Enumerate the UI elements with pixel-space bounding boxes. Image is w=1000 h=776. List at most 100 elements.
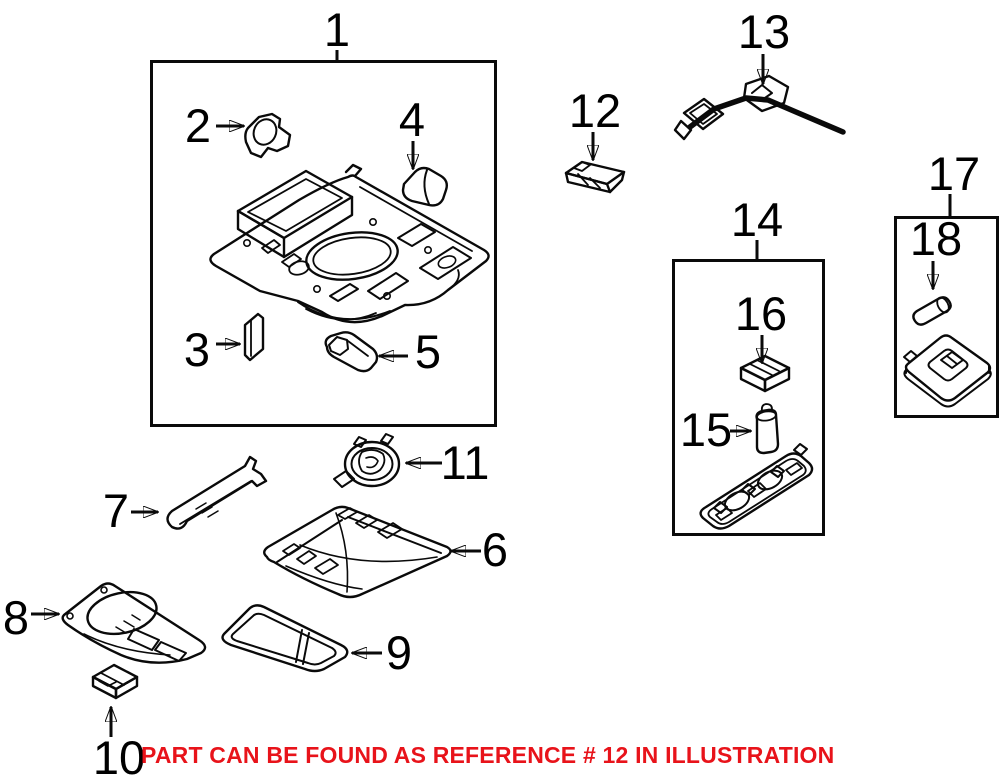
part-14-lamp-drawing (699, 443, 814, 530)
line-art (573, 161, 591, 172)
line-art (437, 255, 457, 269)
line-art (195, 502, 219, 518)
line-art (230, 612, 337, 666)
line-art (903, 350, 918, 363)
group-part-3: 3 (184, 312, 265, 376)
part-1-drawing (209, 163, 490, 324)
line-art (564, 171, 612, 194)
line-art (741, 483, 756, 496)
line-art (946, 355, 958, 365)
part-13-wire (687, 95, 846, 135)
part-5-drawing (324, 331, 379, 373)
part-11-drawing (343, 440, 401, 488)
line-art (344, 163, 363, 178)
part-17-lamp-drawing (903, 334, 992, 408)
line-art (589, 177, 601, 189)
line-art (154, 641, 187, 662)
line-art (297, 301, 391, 321)
line-art (83, 633, 171, 656)
line-art (261, 239, 281, 254)
line-art (689, 103, 718, 125)
lamp-housing-outline (699, 452, 814, 530)
group-part-6: 6 (263, 505, 508, 599)
callout-5: 5 (415, 325, 441, 378)
line-art (749, 359, 780, 376)
part-16-drawing (739, 354, 791, 382)
group-part-2: 2 (185, 99, 292, 159)
callout-6: 6 (482, 523, 508, 576)
line-art (247, 178, 343, 232)
line-art (382, 291, 391, 300)
part-15-drawing (755, 408, 780, 455)
callout-18: 18 (910, 212, 962, 265)
line-art (100, 672, 125, 686)
part-2-drawing (244, 112, 292, 159)
line-art (114, 675, 139, 700)
group-part-15: 15 (680, 403, 780, 456)
part-8-drawing (61, 582, 207, 664)
line-art (347, 473, 355, 480)
callout-12: 12 (569, 84, 621, 137)
line-art (713, 501, 728, 514)
line-art (936, 296, 950, 314)
line-art (608, 170, 626, 194)
line-art (423, 246, 432, 255)
line-art (380, 433, 394, 445)
callout-4: 4 (399, 93, 425, 146)
line-art (347, 340, 369, 357)
line-art (285, 565, 363, 590)
line-art (747, 482, 767, 498)
part-13-clip (742, 74, 790, 113)
line-art (756, 410, 777, 422)
line-art (447, 269, 460, 291)
line-art (358, 449, 386, 475)
callout-10: 10 (93, 731, 145, 776)
part-10-drawing (91, 663, 139, 691)
callout-2: 2 (185, 99, 211, 152)
part-7-drawing (166, 455, 268, 530)
group-box-17: 17 18 (894, 147, 999, 418)
line-art (312, 236, 392, 276)
line-art (243, 239, 252, 248)
part-9-drawing (221, 604, 349, 673)
line-art (100, 586, 108, 594)
line-art (350, 447, 394, 481)
line-art (927, 348, 969, 382)
line-art (281, 253, 302, 268)
line-art (347, 516, 442, 554)
group-part-18: 18 (910, 212, 962, 326)
line-art (793, 443, 808, 456)
line-art (127, 628, 160, 651)
line-art (377, 522, 403, 539)
group-box-14: 14 16 15 (672, 193, 825, 536)
callout-1: 1 (324, 3, 350, 56)
callout-11: 11 (441, 436, 490, 489)
line-art (312, 284, 321, 293)
line-art (739, 366, 767, 393)
part-6-drawing (263, 505, 452, 599)
group-part-7: 7 (103, 455, 268, 537)
line-art (91, 675, 118, 700)
group-part-5: 5 (324, 325, 441, 378)
line-art (252, 118, 278, 146)
line-art (355, 514, 378, 529)
line-art (66, 612, 74, 620)
line-art (423, 169, 430, 205)
line-art (707, 458, 807, 525)
line-art (770, 465, 785, 478)
line-art (940, 351, 964, 369)
box-1-frame (150, 60, 497, 427)
part-18-drawing (912, 296, 952, 326)
line-art (288, 260, 310, 276)
line-art (329, 283, 359, 302)
callout-16: 16 (735, 287, 787, 340)
line-art (295, 629, 310, 665)
callout-17: 17 (928, 147, 980, 200)
line-art (299, 544, 438, 563)
lamp-housing-outline (904, 334, 992, 402)
callout-14: 14 (731, 193, 783, 246)
group-part-13: 13 (673, 5, 846, 141)
line-art (751, 84, 773, 101)
